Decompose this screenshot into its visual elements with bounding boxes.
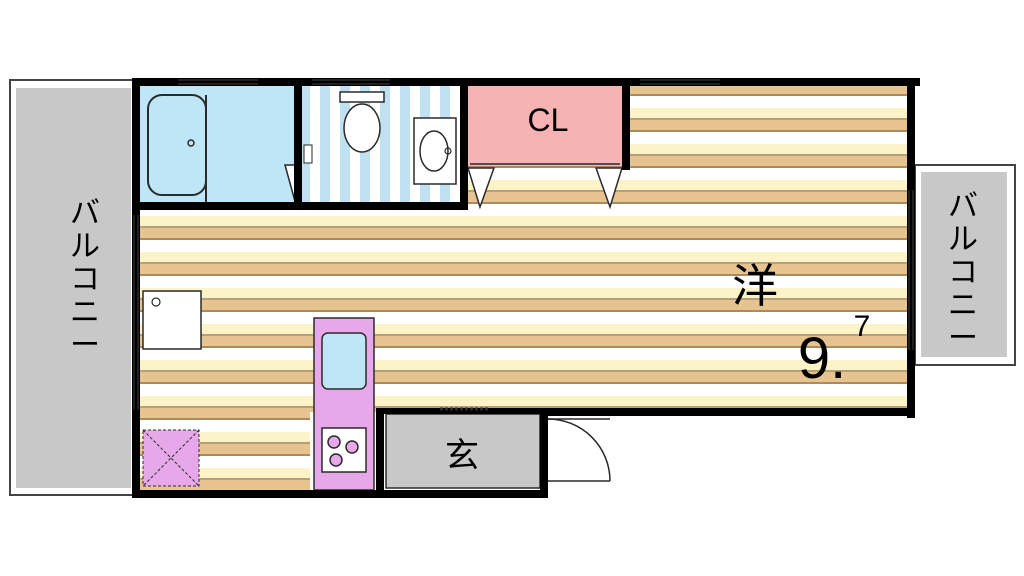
balcony-right [914,164,1016,366]
balcony-right-char: バ [948,189,978,224]
balcony-left [9,79,136,496]
bathroom [138,85,298,208]
balcony-left-char: コ [70,262,100,297]
closet [466,86,624,210]
balcony-left-char: ニ [70,295,100,330]
bathtub-icon [147,94,207,196]
balcony-left-char: ル [70,229,100,264]
balcony-left-char: バ [70,196,100,231]
balcony-right-char: ニ [948,288,978,323]
toilet-icon [339,91,385,153]
walls [132,78,920,498]
entrance-label: 玄 [445,436,479,476]
balcony-right-char: コ [948,255,978,290]
kitchen [313,317,375,491]
windows [133,79,914,411]
sink-icon [413,117,457,185]
balcony-left-label: バ ル コ ニ ー [70,196,100,363]
kitchen-sink-icon [321,332,367,390]
entrance [385,413,611,489]
toilet-room [302,85,462,208]
balcony-right-char: ー [948,321,978,356]
refrigerator-space [142,290,202,350]
closet-label: CL [528,102,569,138]
balcony-left-char: ー [70,328,100,363]
stove-icon [321,427,367,473]
washer-space [142,429,200,487]
room-size-main: 9. [798,326,846,391]
room-size-sub: 7 [854,310,871,343]
balcony-right-label: バ ル コ ニ ー [948,189,978,356]
balcony-right-char: ル [948,222,978,257]
room-label-western: 洋 [732,259,778,313]
